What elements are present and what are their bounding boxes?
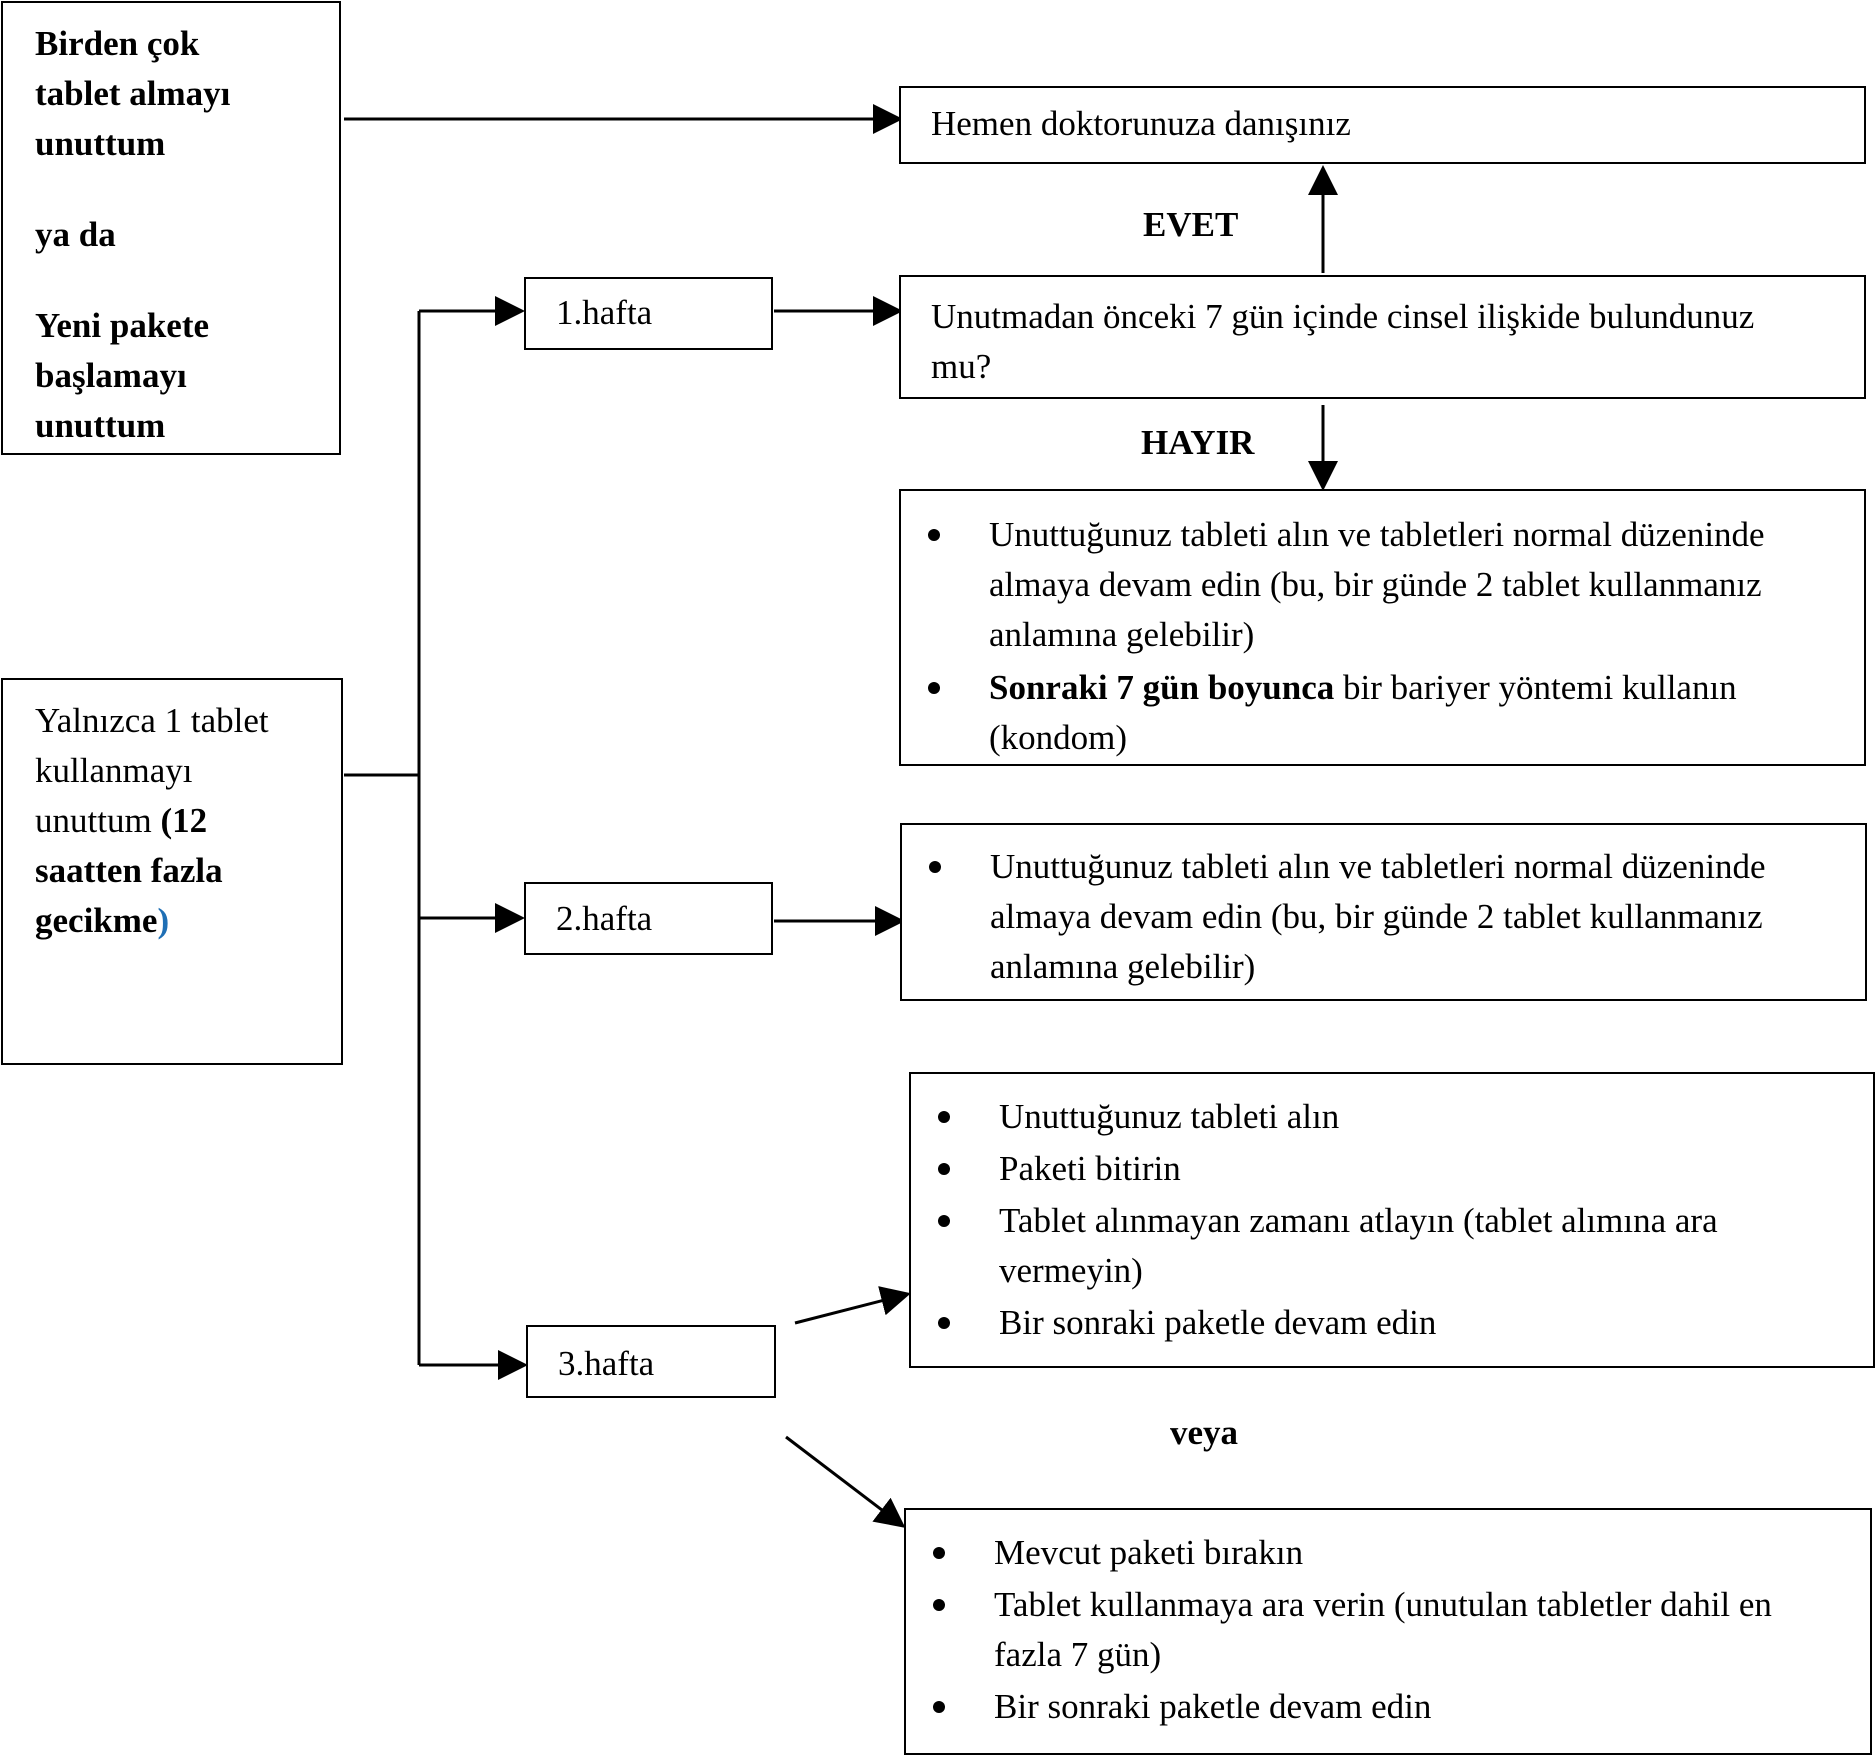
multiple-line-4: Yeni pakete xyxy=(35,306,210,345)
week2-item-1: Unuttuğunuz tableti alın ve tabletleri n… xyxy=(902,842,1865,992)
multiple-line-1: Birden çok xyxy=(35,24,200,63)
bullet-icon xyxy=(938,1317,950,1329)
arrow-week3-to-option2 xyxy=(785,1435,906,1528)
bullet-icon xyxy=(928,529,940,541)
multiple-line-5: başlamayı xyxy=(35,356,187,395)
label-or: veya xyxy=(1170,1413,1239,1452)
arrow-week3-to-option1 xyxy=(794,1286,911,1325)
single-line-1: Yalnızca 1 tablet xyxy=(35,701,269,740)
bullet-icon xyxy=(928,682,940,694)
single-line-2: kullanmayı xyxy=(35,751,193,790)
week-2-box: 2.hafta xyxy=(524,882,773,955)
consult-doctor-box: Hemen doktorunuza danışınız xyxy=(899,86,1866,164)
single-line-5: gecikme) xyxy=(35,901,170,940)
week-1-box: 1.hafta xyxy=(524,277,773,350)
week1-item-2: Sonraki 7 gün boyunca bir bariyer yöntem… xyxy=(901,663,1864,763)
bullet-icon xyxy=(938,1111,950,1123)
bullet-icon xyxy=(933,1701,945,1713)
question-line-2: mu? xyxy=(931,347,992,386)
week-2-result-box: Unuttuğunuz tableti alın ve tabletleri n… xyxy=(900,823,1867,1001)
label-no: HAYIR xyxy=(1141,423,1255,462)
question-box: Unutmadan önceki 7 gün içinde cinsel ili… xyxy=(899,275,1866,399)
week-3-option-1-box: Unuttuğunuz tableti alın Paketi bitirin … xyxy=(909,1072,1875,1368)
single-line-4: saatten fazla xyxy=(35,851,223,890)
bullet-icon xyxy=(933,1599,945,1611)
week3-opt1-item-2: Paketi bitirin xyxy=(911,1144,1873,1194)
week-2-label: 2.hafta xyxy=(556,899,653,938)
week1-item-1: Unuttuğunuz tableti alın ve tabletleri n… xyxy=(901,510,1864,660)
week3-opt2-item-2: Tablet kullanmaya ara verin (unutulan ta… xyxy=(906,1580,1870,1680)
week-3-box: 3.hafta xyxy=(526,1325,776,1398)
multiple-or: ya da xyxy=(35,215,116,254)
question-line-1: Unutmadan önceki 7 gün içinde cinsel ili… xyxy=(931,297,1755,336)
week3-opt2-item-1: Mevcut paketi bırakın xyxy=(906,1528,1870,1578)
week-3-option-2-box: Mevcut paketi bırakın Tablet kullanmaya … xyxy=(904,1508,1872,1755)
week3-opt1-item-3: Tablet alınmayan zamanı atlayın (tablet … xyxy=(911,1196,1873,1296)
multiple-line-3: unuttum xyxy=(35,124,166,163)
week-3-label: 3.hafta xyxy=(558,1344,655,1383)
bullet-icon xyxy=(938,1215,950,1227)
week-1-label: 1.hafta xyxy=(556,293,653,332)
label-yes: EVET xyxy=(1143,205,1239,244)
box-single-forgotten: Yalnızca 1 tablet kullanmayı unuttum (12… xyxy=(1,678,343,1065)
week3-opt2-item-3: Bir sonraki paketle devam edin xyxy=(906,1682,1870,1732)
bullet-icon xyxy=(938,1163,950,1175)
consult-doctor-text: Hemen doktorunuza danışınız xyxy=(931,104,1351,143)
multiple-line-6: unuttum xyxy=(35,406,166,445)
box-multiple-forgotten: Birden çok tablet almayı unuttum ya da Y… xyxy=(1,1,341,455)
bullet-icon xyxy=(929,861,941,873)
week-1-no-box: Unuttuğunuz tableti alın ve tabletleri n… xyxy=(899,489,1866,766)
week3-opt1-item-4: Bir sonraki paketle devam edin xyxy=(911,1298,1873,1348)
multiple-line-2: tablet almayı xyxy=(35,74,231,113)
bullet-icon xyxy=(933,1547,945,1559)
week3-opt1-item-1: Unuttuğunuz tableti alın xyxy=(911,1092,1873,1142)
single-line-3: unuttum (12 xyxy=(35,801,208,840)
